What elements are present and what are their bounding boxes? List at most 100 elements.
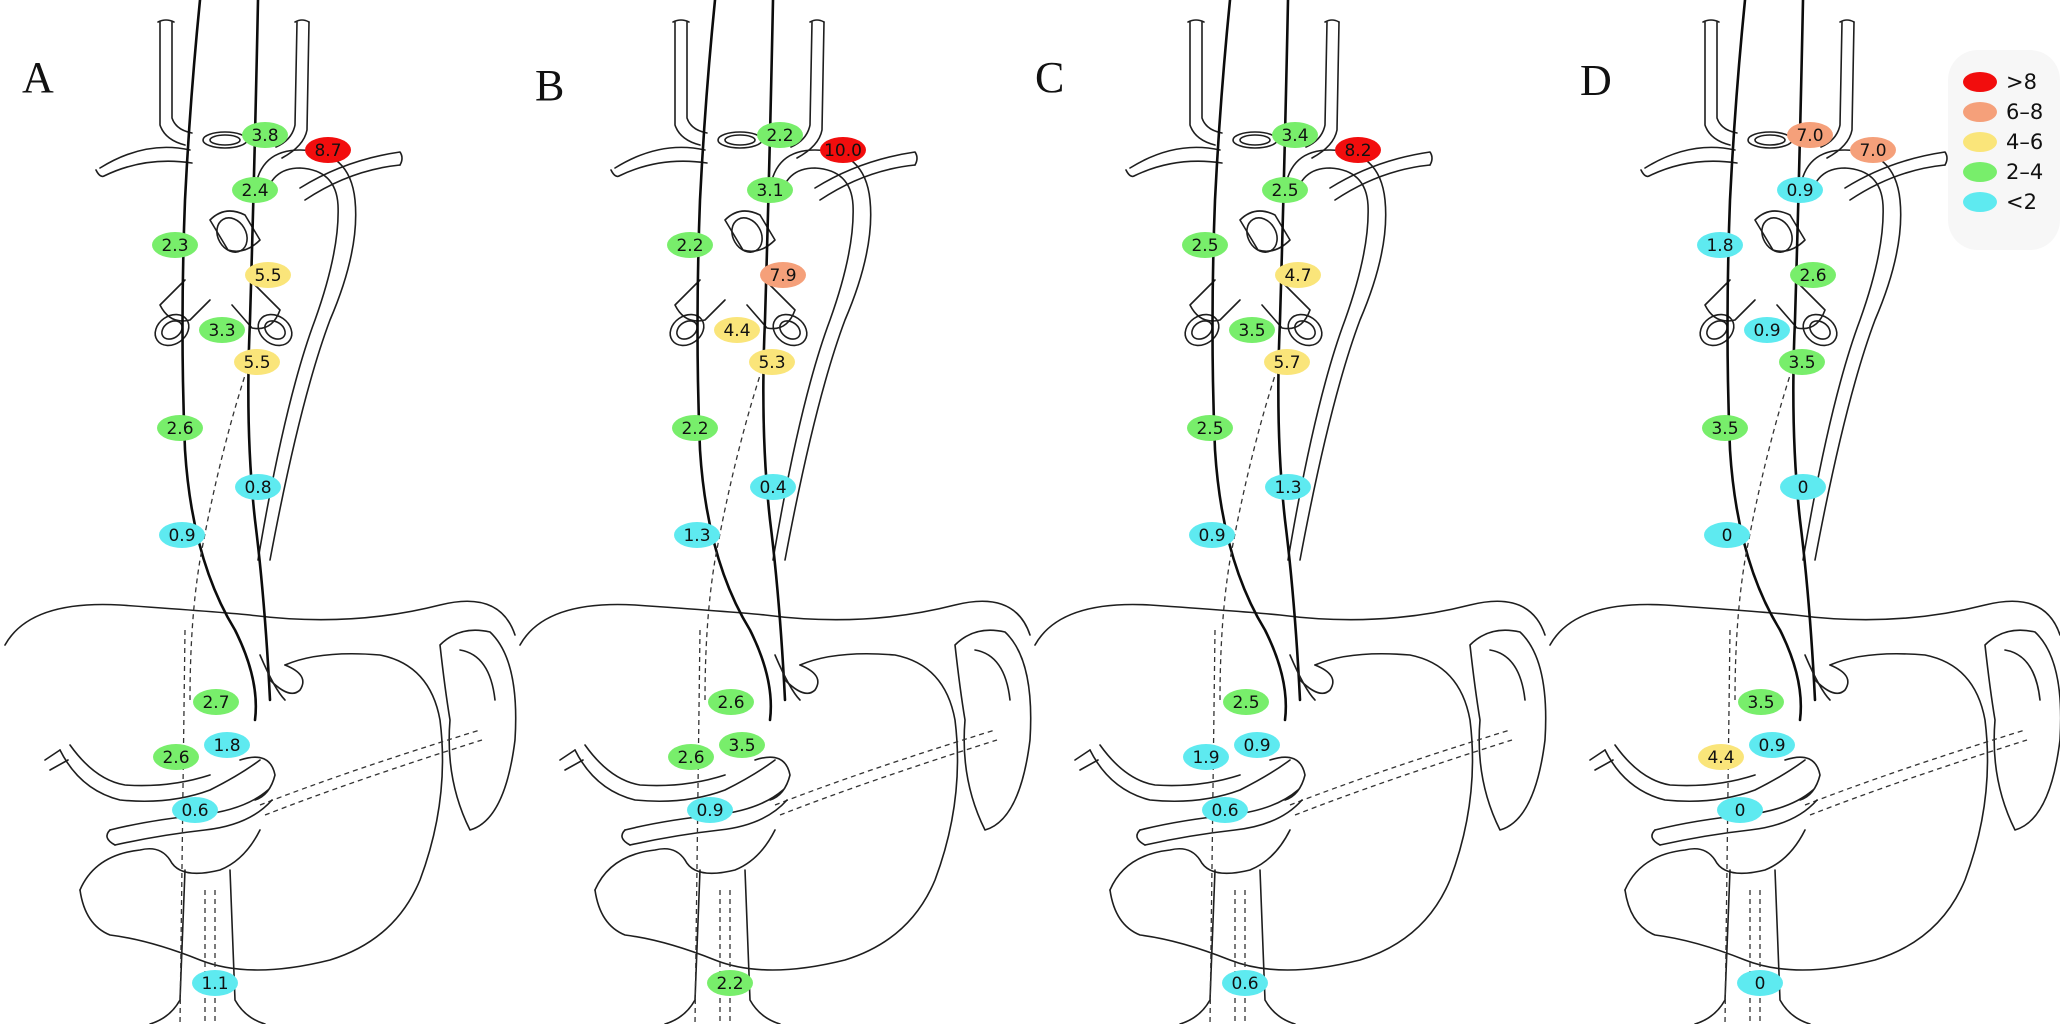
node-marker bbox=[153, 744, 199, 770]
node-marker bbox=[1264, 349, 1310, 375]
node-value: 2.3 bbox=[161, 236, 188, 256]
node-marker bbox=[232, 177, 278, 203]
node-value: 2.5 bbox=[1232, 693, 1259, 713]
node-value: 1.9 bbox=[1192, 748, 1219, 768]
legend-label: <2 bbox=[2006, 190, 2037, 214]
lymph-node-station: 2.5 bbox=[1182, 232, 1228, 258]
node-marker bbox=[172, 797, 218, 823]
lymph-node-station: 0 bbox=[1737, 970, 1783, 996]
panels-layer: A3.88.72.42.35.53.35.52.60.80.92.72.61.8… bbox=[4, 0, 2060, 1024]
node-value: 0.4 bbox=[759, 478, 786, 498]
node-value: 2.2 bbox=[681, 419, 708, 439]
lymph-node-station: 5.7 bbox=[1264, 349, 1310, 375]
legend-swatch bbox=[1963, 72, 1997, 92]
node-marker bbox=[1738, 689, 1784, 715]
lymph-node-station: 1.1 bbox=[192, 970, 238, 996]
node-marker bbox=[1737, 970, 1783, 996]
node-value: 2.5 bbox=[1191, 236, 1218, 256]
node-value: 3.5 bbox=[1711, 419, 1738, 439]
node-value: 0.8 bbox=[244, 478, 271, 498]
panel-b: B2.210.03.12.27.94.45.32.20.41.32.62.63.… bbox=[519, 0, 1032, 1024]
legend-label: 4–6 bbox=[2006, 130, 2043, 154]
node-value: 2.5 bbox=[1196, 419, 1223, 439]
lymph-node-station: 4.7 bbox=[1275, 262, 1321, 288]
node-value: 4.4 bbox=[723, 321, 750, 341]
node-marker bbox=[1183, 744, 1229, 770]
node-marker bbox=[159, 522, 205, 548]
lymph-node-station: 2.6 bbox=[153, 744, 199, 770]
node-value: 3.5 bbox=[1788, 353, 1815, 373]
legend-swatch bbox=[1963, 102, 1997, 122]
node-value: 2.2 bbox=[676, 236, 703, 256]
lymph-node-station: 7.9 bbox=[760, 262, 806, 288]
node-value: 5.7 bbox=[1273, 353, 1300, 373]
legend-label: 2–4 bbox=[2006, 160, 2043, 184]
node-marker bbox=[235, 474, 281, 500]
panel-c: C3.48.22.52.54.73.55.72.51.30.92.51.90.9… bbox=[1034, 0, 1547, 1024]
lymph-node-station: 2.2 bbox=[707, 970, 753, 996]
lymph-node-station: 2.2 bbox=[667, 232, 713, 258]
node-marker bbox=[1850, 137, 1896, 163]
node-marker bbox=[1272, 122, 1318, 148]
anatomy-outline bbox=[1034, 19, 1547, 1024]
lymph-node-station: 3.5 bbox=[719, 732, 765, 758]
node-value: 0.9 bbox=[696, 801, 723, 821]
node-marker bbox=[1744, 317, 1790, 343]
node-marker bbox=[1265, 474, 1311, 500]
lymph-node-station: 3.5 bbox=[1738, 689, 1784, 715]
lymph-node-station: 3.3 bbox=[199, 317, 245, 343]
lymph-node-station: 3.8 bbox=[242, 122, 288, 148]
node-marker bbox=[1790, 262, 1836, 288]
node-marker bbox=[242, 122, 288, 148]
node-value: 3.5 bbox=[1747, 693, 1774, 713]
lymph-node-station: 7.0 bbox=[1787, 122, 1833, 148]
legend-swatch bbox=[1963, 162, 1997, 182]
node-value: 0.6 bbox=[1231, 974, 1258, 994]
lymph-node-station: 2.6 bbox=[1790, 262, 1836, 288]
lymph-node-station: 4.4 bbox=[714, 317, 760, 343]
node-marker bbox=[1222, 970, 1268, 996]
node-value: 4.7 bbox=[1284, 266, 1311, 286]
node-value: 3.5 bbox=[728, 736, 755, 756]
node-value: 0 bbox=[1722, 526, 1733, 546]
node-value: 1.3 bbox=[683, 526, 710, 546]
node-value: 3.8 bbox=[251, 126, 278, 146]
node-marker bbox=[750, 474, 796, 500]
node-marker bbox=[152, 232, 198, 258]
lymph-node-station: 1.8 bbox=[1697, 232, 1743, 258]
node-value: 0 bbox=[1798, 478, 1809, 498]
lymph-node-station: 2.6 bbox=[708, 689, 754, 715]
node-value: 0.6 bbox=[181, 801, 208, 821]
lymph-node-station: 1.9 bbox=[1183, 744, 1229, 770]
legend-swatch bbox=[1963, 132, 1997, 152]
node-marker bbox=[674, 522, 720, 548]
lymph-node-station: 10.0 bbox=[820, 137, 866, 163]
lymph-node-station: 2.5 bbox=[1223, 689, 1269, 715]
lymph-node-station: 8.2 bbox=[1335, 137, 1381, 163]
lymph-node-station: 0.9 bbox=[1777, 177, 1823, 203]
node-value: 2.7 bbox=[202, 693, 229, 713]
node-value: 7.0 bbox=[1796, 126, 1823, 146]
node-value: 0.9 bbox=[1198, 526, 1225, 546]
node-value: 0.9 bbox=[1243, 736, 1270, 756]
lymph-node-station: 1.3 bbox=[674, 522, 720, 548]
lymph-node-station: 0.4 bbox=[750, 474, 796, 500]
node-value: 2.6 bbox=[166, 419, 193, 439]
node-value: 10.0 bbox=[824, 141, 862, 161]
node-marker bbox=[1749, 732, 1795, 758]
node-value: 0.9 bbox=[168, 526, 195, 546]
lymph-node-station: 0.6 bbox=[172, 797, 218, 823]
node-marker bbox=[1262, 177, 1308, 203]
node-value: 2.6 bbox=[717, 693, 744, 713]
node-marker bbox=[757, 122, 803, 148]
node-marker bbox=[1698, 744, 1744, 770]
node-value: 8.2 bbox=[1344, 141, 1371, 161]
node-marker bbox=[820, 137, 866, 163]
node-value: 5.3 bbox=[758, 353, 785, 373]
lymph-node-station: 2.3 bbox=[152, 232, 198, 258]
node-marker bbox=[667, 232, 713, 258]
node-value: 0.9 bbox=[1753, 321, 1780, 341]
node-marker bbox=[707, 970, 753, 996]
lymph-node-station: 0.9 bbox=[159, 522, 205, 548]
